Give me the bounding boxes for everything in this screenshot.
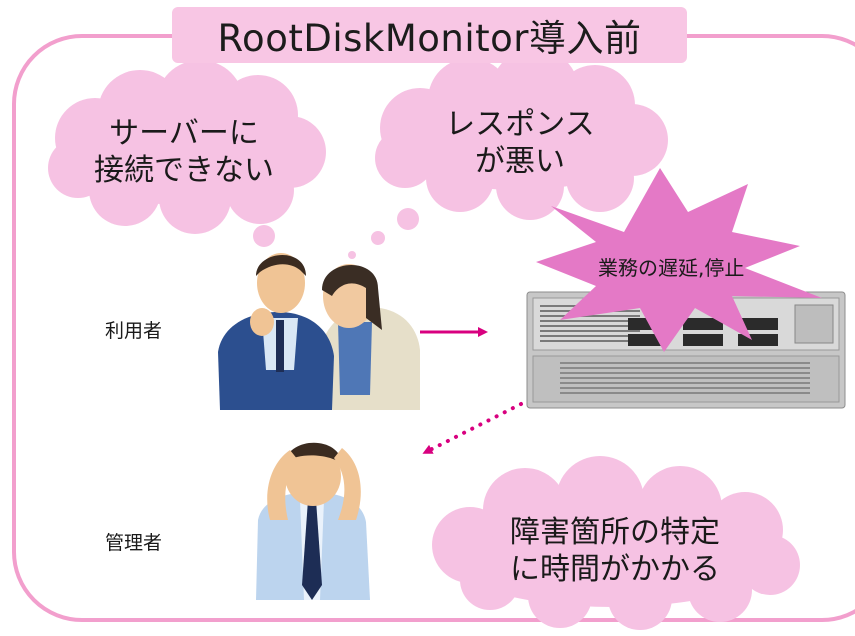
arrow-server-to-admin [422, 402, 523, 454]
cloud-response-line-2: が悪い [475, 143, 565, 179]
users-illustration [218, 253, 420, 410]
burst-shape [536, 168, 822, 352]
cloud-identify-line-1: 障害箇所の特定 [510, 515, 720, 550]
cloud-identify-line-2: に時間がかかる [510, 551, 720, 587]
cloud-connect [48, 60, 326, 234]
users-label: 利用者 [105, 320, 163, 342]
server-illustration [526, 291, 846, 409]
cloud-connect-line-1: サーバーに [109, 116, 259, 151]
cloud-response-text: レスポンス が悪い [410, 107, 630, 180]
burst-label: 業務の遅延,停止 [598, 256, 745, 280]
admin-illustration [256, 442, 370, 600]
admin-label: 管理者 [105, 532, 163, 554]
cloud-identify [432, 456, 800, 630]
page-title: RootDiskMonitor導入前 [172, 7, 687, 63]
cloud-identify-text: 障害箇所の特定 に時間がかかる [470, 515, 760, 588]
cloud-connect-line-2: 接続できない [94, 152, 274, 188]
cloud-connect-text: サーバーに 接続できない [78, 116, 290, 189]
cloud-response-line-1: レスポンス [445, 107, 595, 142]
thought-bubbles [253, 208, 419, 259]
cloud-response [375, 48, 668, 220]
